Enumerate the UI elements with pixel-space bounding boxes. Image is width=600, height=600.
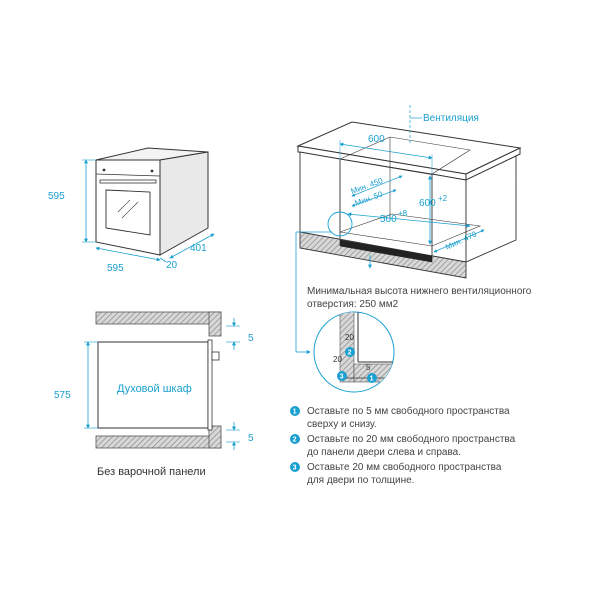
note-2-line1: Оставьте по 20 мм свободного пространств… — [307, 433, 516, 445]
detail-dim-20-top: 20 — [345, 333, 354, 342]
note-item-2: 2 Оставьте по 20 мм свободного пространс… — [290, 433, 516, 458]
top-shelf — [95, 311, 222, 325]
note-3-line1: Оставьте 20 мм свободного пространства — [307, 461, 502, 473]
detail-dim-20-left: 20 — [333, 355, 342, 364]
detail-dim-5: 5 — [366, 363, 371, 372]
height-600-label: 600 — [419, 198, 436, 209]
note-1-line2: сверху и снизу. — [307, 419, 377, 430]
note-1-line1: Оставьте по 5 мм свободного пространства — [307, 405, 510, 417]
top-shelf-end — [208, 311, 222, 337]
bottom-shelf — [95, 435, 222, 449]
note-3-number: 3 — [293, 465, 297, 472]
oven-window — [105, 189, 151, 236]
cabinet-left-wall — [299, 151, 341, 241]
notes-list: 1 Оставьте по 5 мм свободного пространст… — [290, 405, 516, 486]
note-1-number: 1 — [293, 409, 297, 416]
width-560-sup: +8 — [398, 209, 408, 218]
vent-note-line1: Минимальная высота нижнего вентиляционно… — [307, 286, 532, 297]
bottom-shelf-end — [208, 425, 222, 449]
width-600-label: 600 — [368, 134, 385, 145]
cabinet-isometric: Вентиляция 600 Мин. 450 Мин. 50 600 +2 5… — [296, 105, 522, 279]
oven-box — [97, 341, 209, 429]
side-section: Духовой шкаф 575 5 5 Без варочной панели — [54, 311, 254, 478]
oven-isometric: 595 595 401 20 — [48, 147, 215, 274]
section-caption: Без варочной панели — [97, 466, 206, 478]
note-2-number: 2 — [293, 437, 297, 444]
vent-slot — [339, 239, 433, 263]
detail-circle: 20 20 5 2 1 3 — [313, 311, 395, 393]
note-3-line2: для двери по толщине. — [307, 475, 414, 486]
note-item-3: 3 Оставьте 20 мм свободного пространства… — [290, 461, 502, 486]
oven-side — [159, 151, 209, 256]
detail-leader — [295, 211, 353, 354]
detail-badge-3: 3 — [340, 374, 344, 381]
oven-handle — [99, 179, 157, 184]
section-height-label: 575 — [54, 390, 71, 401]
gap-top-label: 5 — [248, 333, 254, 344]
oven-height-label: 595 — [48, 191, 65, 202]
oven-door-label: 20 — [166, 260, 178, 271]
oven-depth-label: 401 — [190, 243, 207, 254]
vent-note-line2: отверстия: 250 мм2 — [307, 299, 399, 310]
height-600-sup: +2 — [438, 194, 448, 203]
detail-badge-2: 2 — [348, 350, 352, 357]
note-2-line2: до панели двери слева и справа. — [307, 447, 461, 458]
ventilation-label: Вентиляция — [423, 113, 479, 124]
gap-bottom-label: 5 — [248, 433, 254, 444]
width-560-label: 560 — [380, 214, 397, 225]
oven-label: Духовой шкаф — [117, 383, 192, 395]
oven-width-label: 595 — [107, 263, 124, 274]
detail-badge-1: 1 — [370, 376, 374, 383]
note-item-1: 1 Оставьте по 5 мм свободного пространст… — [290, 405, 510, 430]
